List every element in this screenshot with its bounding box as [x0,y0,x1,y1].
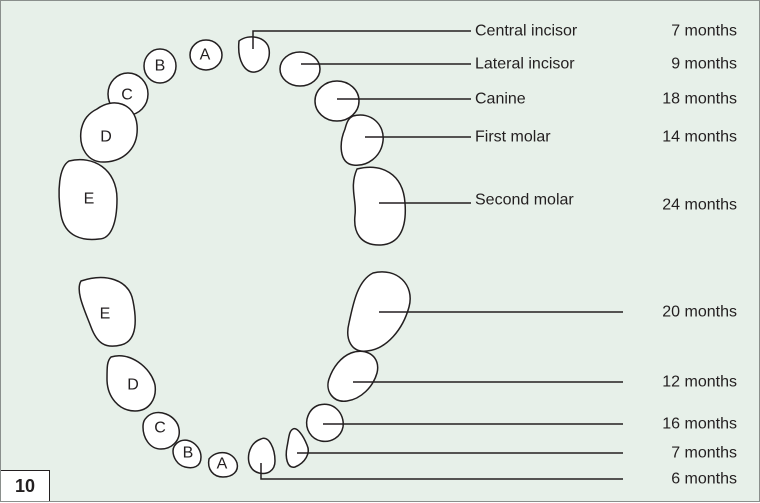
upper-left-letter-d: D [100,129,112,146]
lower-left-tooth-c [142,411,180,450]
lower-left-letter-d: D [127,377,139,394]
label-lateral-incisor: Lateral incisor [475,56,575,73]
upper-second-molar [352,166,407,246]
lower-left-letter-c: C [154,420,166,437]
leader-lower-central-incisor [260,463,623,480]
label-first-molar: First molar [475,129,551,146]
upper-left-letter-e: E [84,191,95,208]
lower-left-tooth-d [106,355,157,412]
upper-left-letter-c: C [121,87,133,104]
age-upper-first-molar: 14 months [662,129,737,146]
upper-lateral-incisor [279,51,321,87]
age-upper-lateral-incisor: 9 months [671,56,737,73]
lower-left-tooth-a [207,451,239,478]
age-upper-second-molar: 24 months [662,197,737,214]
lower-central-incisor [247,437,276,475]
lower-left-letter-e: E [100,306,111,323]
upper-left-tooth-a [189,39,223,71]
upper-left-tooth-d [79,102,138,163]
upper-left-tooth-e [58,159,118,241]
upper-left-letter-b: B [155,58,166,75]
lower-canine [305,403,344,443]
lower-left-tooth-b [172,439,202,469]
label-second-molar: Second molar [475,192,574,209]
lower-lateral-incisor [285,427,309,468]
upper-left-tooth-b [143,48,177,84]
age-upper-central-incisor: 7 months [671,23,737,40]
lower-first-molar [327,350,379,402]
upper-left-letter-a: A [200,47,211,64]
leader-central-incisor [252,30,471,49]
age-lower-second-molar: 20 months [662,304,737,321]
lower-left-letter-a: A [217,456,228,473]
figure-number: 10 [1,470,50,501]
upper-central-incisor [237,36,271,73]
age-lower-first-molar: 12 months [662,374,737,391]
age-upper-canine: 18 months [662,91,737,108]
upper-first-molar [340,114,384,166]
age-lower-lateral-incisor: 7 months [671,445,737,462]
age-lower-canine: 16 months [662,416,737,433]
upper-canine [314,80,360,122]
age-lower-central-incisor: 6 months [671,471,737,488]
lower-left-letter-b: B [183,445,194,462]
label-canine: Canine [475,91,526,108]
lower-left-tooth-e [78,276,136,347]
label-central-incisor: Central incisor [475,23,578,40]
